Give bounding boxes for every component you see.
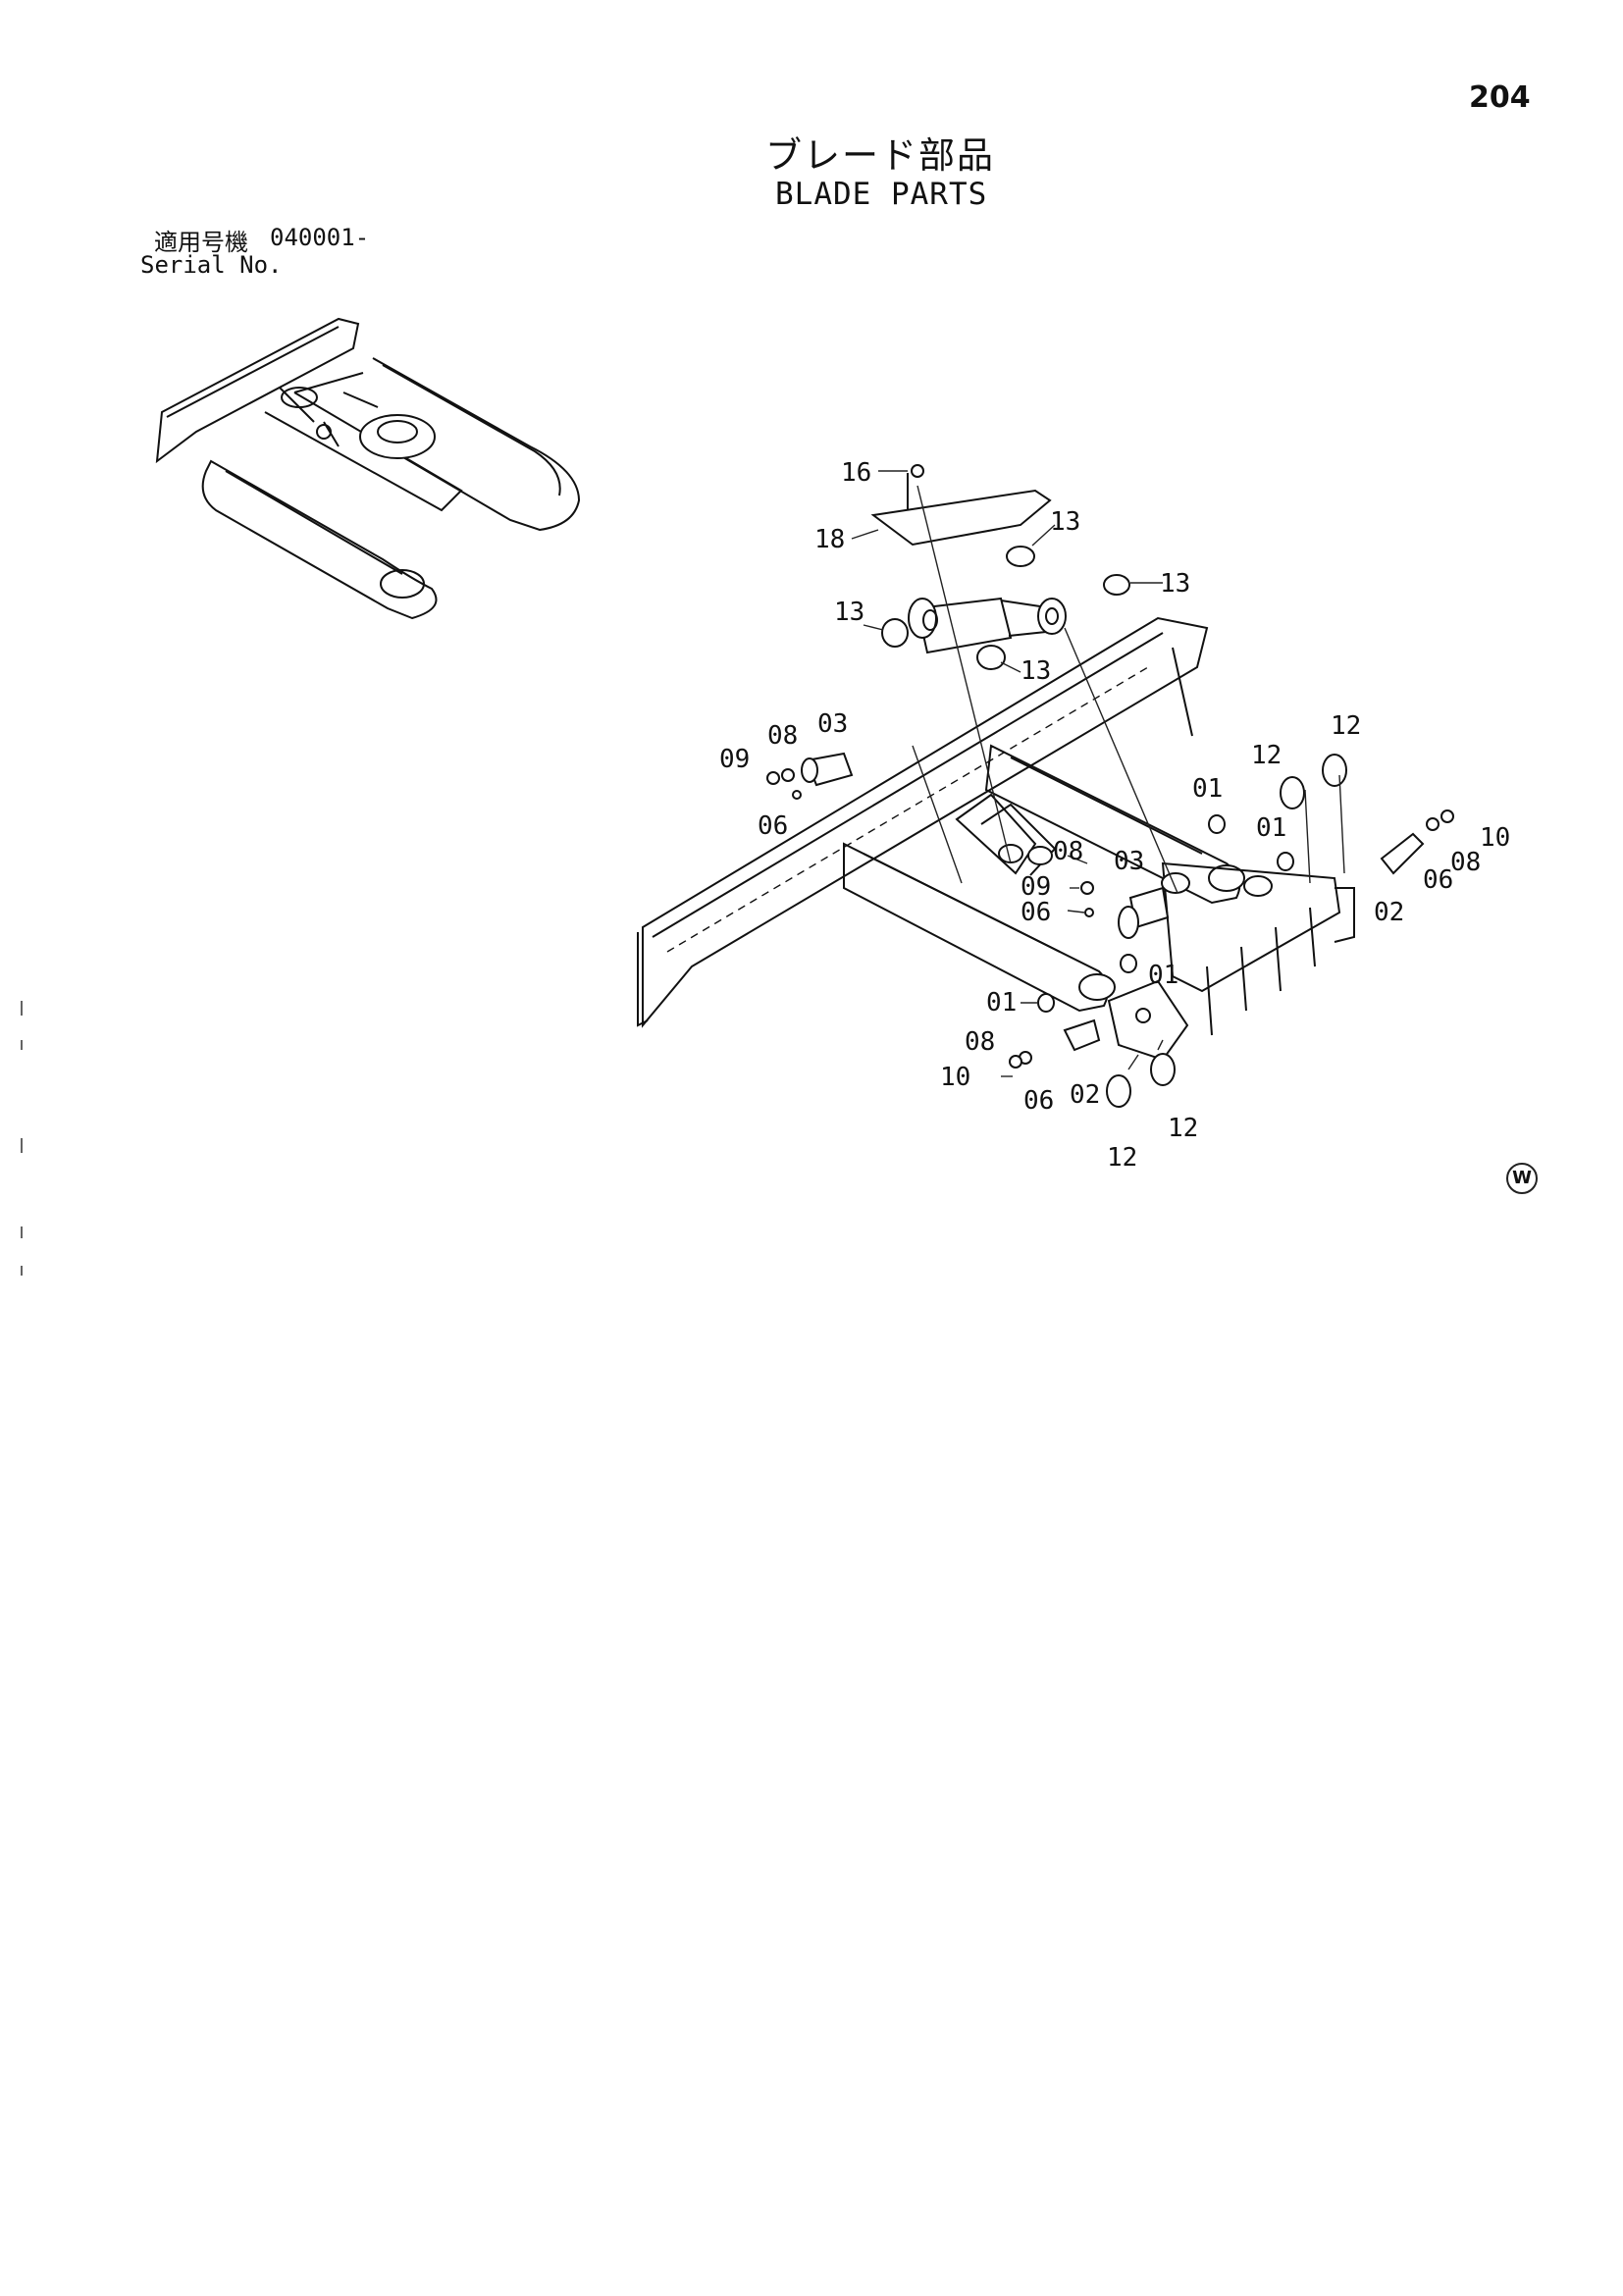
callout-13: 13	[1050, 507, 1080, 537]
page-title-english: BLADE PARTS	[775, 177, 988, 212]
callout-01: 01	[1256, 813, 1286, 843]
callout-06: 06	[1023, 1086, 1054, 1116]
callout-13: 13	[834, 598, 864, 627]
callout-13: 13	[1160, 569, 1190, 599]
callout-13: 13	[1021, 656, 1051, 686]
callout-09: 09	[719, 745, 750, 774]
callout-16: 16	[841, 458, 871, 488]
callout-10: 10	[1480, 823, 1510, 853]
callout-08: 08	[965, 1027, 995, 1057]
machine-overview-thumbnail	[155, 317, 581, 620]
callout-12: 12	[1107, 1143, 1137, 1173]
blade-assembly	[637, 464, 1454, 1108]
callout-01: 01	[986, 988, 1017, 1018]
callout-leaders	[851, 470, 1163, 1077]
page-title-japanese: ブレード部品	[765, 134, 995, 177]
callout-labels: 16 18 13 13 13 13 09 08 03 06 08 03 09 0…	[719, 458, 1510, 1173]
callout-01: 01	[1192, 774, 1223, 804]
page-number: 204	[1469, 80, 1531, 115]
callout-03: 03	[817, 709, 848, 739]
callout-12: 12	[1168, 1114, 1198, 1143]
callout-06: 06	[758, 811, 788, 841]
callout-02: 02	[1070, 1080, 1100, 1110]
circled-w-mark: W	[1506, 1163, 1538, 1194]
callout-02: 02	[1374, 898, 1404, 927]
callout-09: 09	[1021, 872, 1051, 902]
serial-number-value: 040001-	[270, 224, 370, 251]
callout-01: 01	[1148, 961, 1178, 990]
callout-12: 12	[1331, 711, 1361, 741]
callout-12: 12	[1251, 741, 1282, 770]
callout-03: 03	[1114, 847, 1144, 876]
callout-08: 08	[1450, 848, 1481, 877]
callout-10: 10	[940, 1063, 970, 1092]
callout-08: 08	[1053, 837, 1083, 866]
serial-label-japanese: 適用号機	[154, 229, 248, 256]
serial-label-english: Serial No.	[140, 251, 283, 279]
callout-06: 06	[1423, 865, 1453, 895]
callout-18: 18	[814, 525, 845, 554]
callout-08: 08	[767, 721, 798, 751]
callout-06: 06	[1021, 898, 1051, 927]
